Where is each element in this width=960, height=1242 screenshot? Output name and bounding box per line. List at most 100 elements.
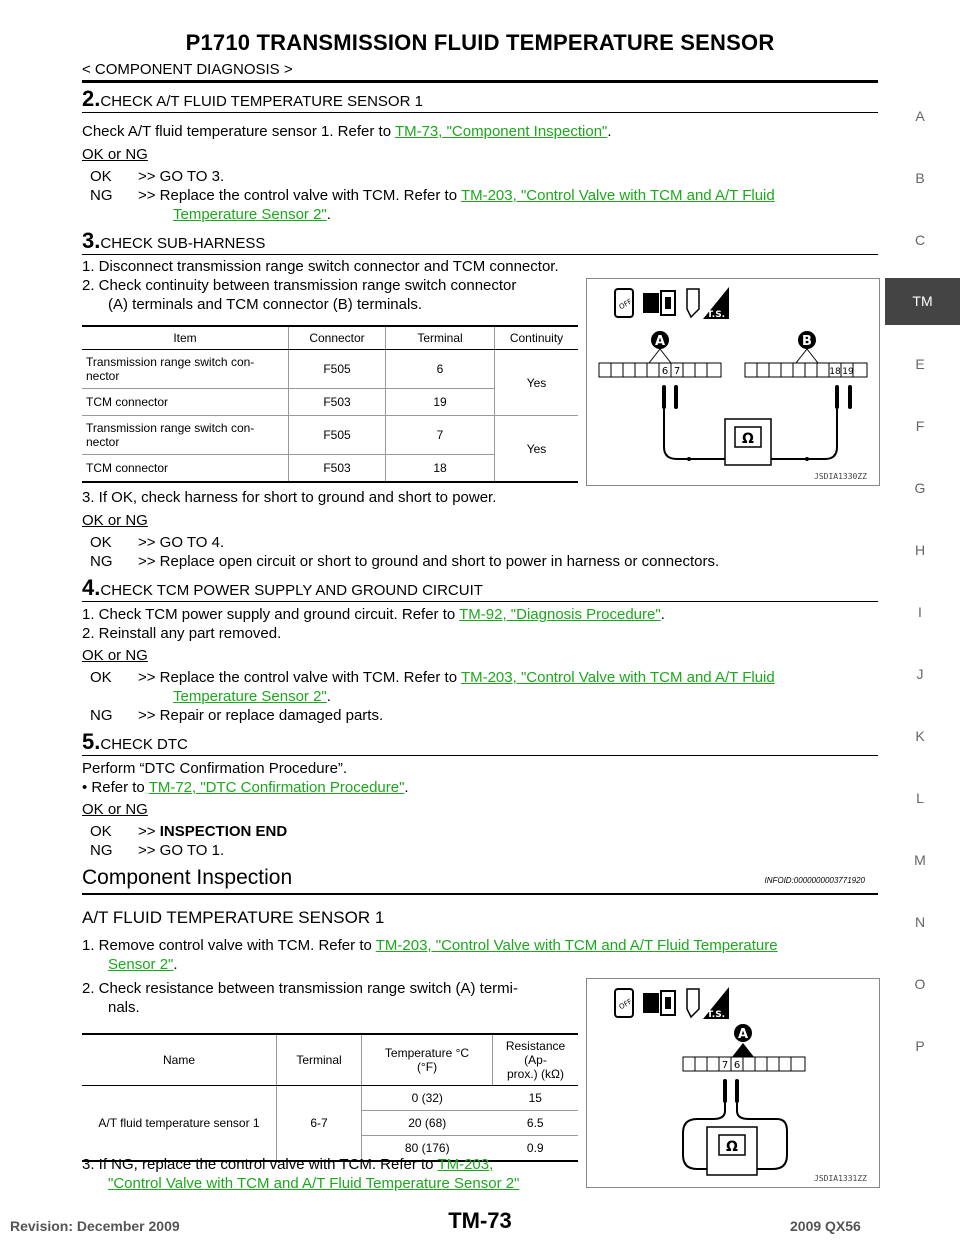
connector-icon xyxy=(643,990,676,1016)
side-letter[interactable]: F xyxy=(915,418,925,434)
step-3-item-2-cont: (A) terminals and TCM connector (B) term… xyxy=(108,296,422,313)
page-title: P1710 TRANSMISSION FLUID TEMPERATURE SEN… xyxy=(185,30,775,55)
step-2-heading: 2.CHECK A/T FLUID TEMPERATURE SENSOR 1 xyxy=(82,86,423,111)
header-rule xyxy=(82,80,878,83)
ng-line: NG>> Replace the control valve with TCM.… xyxy=(90,187,775,204)
link-control-valve[interactable]: TM-203, "Control Valve with TCM and A/T … xyxy=(460,669,775,686)
connector-icon xyxy=(643,290,676,316)
hand-icon xyxy=(686,288,700,319)
step-2-text: Check A/T fluid temperature sensor 1. Re… xyxy=(82,123,612,140)
col-header: Name xyxy=(82,1034,277,1086)
figure-code: JSDIA1331ZZ xyxy=(814,1174,867,1183)
side-letter[interactable]: H xyxy=(914,542,926,558)
hand-icon xyxy=(686,988,700,1019)
table-row: Transmission range switch con-nector F50… xyxy=(82,349,578,416)
step-3-item-3: 3. If OK, check harness for short to gro… xyxy=(82,489,497,506)
step-rule xyxy=(82,601,878,602)
harness-diagram-svg: OFF T.S. A B 6 7 xyxy=(598,287,868,481)
section-rule xyxy=(82,893,878,895)
component-item-1: 1. Remove control valve with TCM. Refer … xyxy=(82,937,778,954)
side-letter[interactable]: A xyxy=(915,108,925,124)
col-header: Resistance (Ap-prox.) (kΩ) xyxy=(492,1034,578,1086)
side-letter[interactable]: M xyxy=(914,852,926,868)
side-letter[interactable]: O xyxy=(914,976,926,992)
step-3-heading: 3.CHECK SUB-HARNESS xyxy=(82,228,266,253)
ts-icon: T.S. xyxy=(703,287,729,320)
side-letter[interactable]: J xyxy=(916,666,924,682)
pin-label: 7 xyxy=(674,366,680,377)
link-control-valve-cont[interactable]: Sensor 2" xyxy=(108,956,174,973)
link-component-inspection[interactable]: TM-73, "Component Inspection" xyxy=(394,123,608,140)
resistance-table: Name Terminal Temperature °C(°F) Resista… xyxy=(82,1033,578,1162)
link-control-valve-cont[interactable]: "Control Valve with TCM and A/T Fluid Te… xyxy=(108,1175,520,1192)
ok-or-ng: OK or NG xyxy=(82,801,148,818)
side-letter[interactable]: K xyxy=(915,728,925,744)
ok-line-cont: Temperature Sensor 2". xyxy=(173,688,331,705)
ok-line: OK>> Replace the control valve with TCM.… xyxy=(90,669,775,686)
table-row: TCM connector F503 19 xyxy=(82,388,578,416)
label-a: A xyxy=(655,334,665,349)
side-letter[interactable]: G xyxy=(914,480,926,496)
pin-label: 19 xyxy=(842,367,854,377)
info-id: INFOID:0000000003771920 xyxy=(764,876,865,885)
subheading: A/T FLUID TEMPERATURE SENSOR 1 xyxy=(82,908,385,927)
table-row: Transmission range switch con-nector F50… xyxy=(82,415,578,483)
link-dtc-confirmation[interactable]: TM-72, "DTC Confirmation Procedure" xyxy=(148,779,405,796)
side-letter[interactable]: P xyxy=(915,1038,925,1054)
ohm-icon: Ω xyxy=(742,431,754,447)
figure-code: JSDIA1330ZZ xyxy=(814,472,867,481)
side-letter[interactable]: I xyxy=(918,604,922,620)
component-item-2-cont: nals. xyxy=(108,999,140,1016)
col-header: Temperature °C(°F) xyxy=(361,1034,493,1086)
meter-icon: OFF xyxy=(614,988,634,1018)
ok-line: OK>> GO TO 4. xyxy=(90,534,225,551)
side-tab-tm[interactable]: TM xyxy=(885,278,960,325)
step-5-text: Perform “DTC Confirmation Procedure”. xyxy=(82,760,348,777)
link-control-valve-cont[interactable]: Temperature Sensor 2" xyxy=(173,206,327,223)
side-letter[interactable]: B xyxy=(915,170,925,186)
meter-icon: OFF xyxy=(614,288,634,318)
link-control-valve[interactable]: TM-203, xyxy=(437,1156,494,1173)
link-diagnosis-procedure[interactable]: TM-92, "Diagnosis Procedure" xyxy=(459,606,661,623)
continuity-table: Item Connector Terminal Continuity Trans… xyxy=(82,325,578,483)
ng-line-cont: Temperature Sensor 2". xyxy=(173,206,331,223)
section-subtitle: < COMPONENT DIAGNOSIS > xyxy=(82,61,293,78)
ts-icon: T.S. xyxy=(703,987,729,1020)
svg-text:T.S.: T.S. xyxy=(707,310,725,320)
link-control-valve-cont[interactable]: Temperature Sensor 2" xyxy=(173,688,327,705)
side-letter[interactable]: L xyxy=(916,790,924,806)
pin-label: 7 xyxy=(722,1060,728,1071)
page-number: TM-73 xyxy=(448,1208,512,1233)
step-5-bullet: • Refer to TM-72, "DTC Confirmation Proc… xyxy=(82,779,409,796)
table-row: A/T fluid temperature sensor 1 6-7 0 (32… xyxy=(82,1085,578,1161)
link-control-valve[interactable]: TM-203, "Control Valve with TCM and A/T … xyxy=(460,187,775,204)
col-header: Connector xyxy=(288,326,386,350)
link-control-valve[interactable]: TM-203, "Control Valve with TCM and A/T … xyxy=(375,937,778,954)
svg-text:T.S.: T.S. xyxy=(707,1010,725,1020)
col-header: Continuity xyxy=(494,326,578,350)
component-item-3: 3. If NG, replace the control valve with… xyxy=(82,1156,494,1173)
pin-label: 6 xyxy=(734,1060,740,1071)
side-letter[interactable]: C xyxy=(914,232,926,248)
step-rule xyxy=(82,112,878,113)
side-letter[interactable]: E xyxy=(915,356,925,372)
ohm-icon: Ω xyxy=(726,1139,738,1155)
ok-or-ng: OK or NG xyxy=(82,146,148,163)
pin-label: 6 xyxy=(662,366,668,377)
ok-line: OK>> GO TO 3. xyxy=(90,168,225,185)
step-4-item-1: 1. Check TCM power supply and ground cir… xyxy=(82,606,665,623)
ok-or-ng: OK or NG xyxy=(82,647,148,664)
ng-line: NG>> Replace open circuit or short to gr… xyxy=(90,553,720,570)
resistance-diagram: OFF T.S. A 7 6 Ω JSDI xyxy=(586,978,880,1188)
model-year: 2009 QX56 xyxy=(790,1218,861,1234)
ok-line: OK>> INSPECTION END xyxy=(90,823,288,840)
component-item-1-cont: Sensor 2". xyxy=(108,956,178,973)
step-rule xyxy=(82,254,878,255)
revision-date: Revision: December 2009 xyxy=(10,1218,180,1234)
step-rule xyxy=(82,755,878,756)
step-4-item-2: 2. Reinstall any part removed. xyxy=(82,625,282,642)
component-item-2: 2. Check resistance between transmission… xyxy=(82,980,518,997)
label-b: B xyxy=(802,334,812,349)
step-3-item-1: 1. Disconnect transmission range switch … xyxy=(82,258,559,275)
side-letter[interactable]: N xyxy=(914,914,926,930)
